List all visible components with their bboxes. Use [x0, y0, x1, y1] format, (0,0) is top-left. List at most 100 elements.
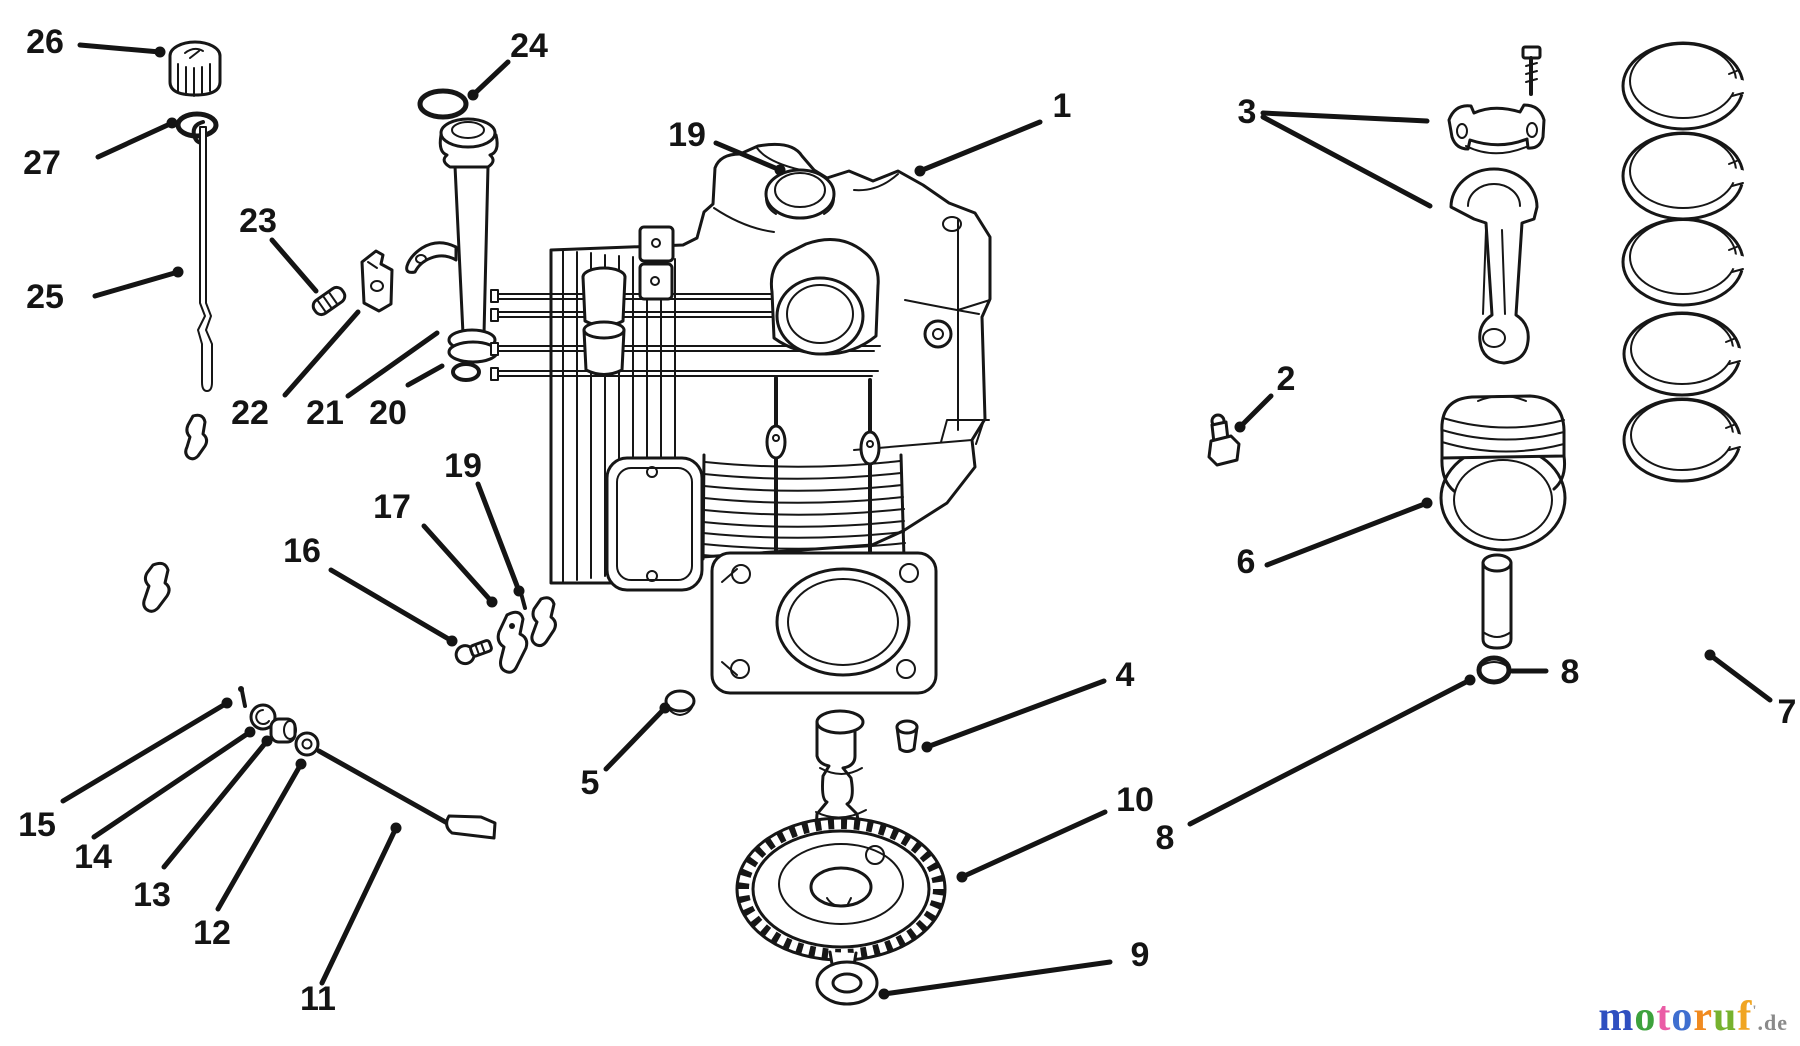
lever-a-icon [184, 413, 209, 461]
callout-dot-7 [1704, 649, 1716, 661]
dipstick-icon [191, 120, 213, 392]
callout-label-13: 13 [133, 876, 171, 914]
callout-dot-16 [446, 635, 458, 647]
o-ring-27-icon [175, 111, 219, 139]
callout-line-2 [1237, 393, 1274, 430]
callout-dot-27 [166, 117, 178, 129]
callout-line-5 [603, 705, 668, 772]
callout-line-14 [91, 729, 253, 840]
callout-label-15: 15 [18, 806, 56, 844]
plug-4-icon [895, 719, 919, 753]
callout-dot-15 [221, 697, 233, 709]
callout-label-26: 26 [26, 23, 64, 61]
connecting-rod-icon [1449, 167, 1539, 365]
washer-14-icon [249, 703, 277, 731]
logo-trademark: ' [1752, 1003, 1758, 1019]
lever-b-icon [142, 561, 171, 613]
callout-line-10 [959, 809, 1108, 880]
logo-letter: o [1634, 994, 1657, 1040]
callout-line-3 [1260, 114, 1433, 209]
callout-line-3 [1260, 110, 1430, 124]
callout-dot-10 [956, 871, 968, 883]
callout-line-11 [319, 825, 399, 986]
callout-dot-5 [659, 702, 671, 714]
callout-line-19 [713, 140, 783, 173]
callout-dot-26 [154, 46, 166, 58]
callout-label-2: 2 [1277, 360, 1296, 398]
cup-plug-5-icon [664, 689, 696, 716]
callout-line-19 [475, 481, 522, 594]
callout-label-27: 27 [23, 144, 61, 182]
callout-label-8: 8 [1561, 653, 1580, 691]
piston-pin-icon [1481, 553, 1513, 650]
fill-tube-icon [405, 117, 499, 364]
callout-dot-4 [921, 741, 933, 753]
seal-ring-19-icon [764, 168, 836, 220]
camshaft-gear-icon [735, 709, 947, 969]
rod-bolt-icon [1521, 45, 1542, 96]
callout-line-12 [215, 761, 304, 912]
callout-dot-24 [467, 89, 479, 101]
spacer-13-icon [269, 717, 297, 744]
pin-clip-8-icon [1476, 655, 1512, 685]
screw-23-icon [311, 285, 347, 317]
logo-suffix: .de [1757, 1010, 1788, 1035]
bolt-16-icon [454, 639, 493, 666]
callout-line-8 [1187, 677, 1473, 827]
callout-line-7 [1707, 652, 1773, 703]
callout-dot-17 [486, 596, 498, 608]
callout-label-6: 6 [1237, 543, 1256, 581]
logo-letter: f [1737, 994, 1753, 1040]
callout-dot-25 [172, 266, 184, 278]
callout-label-17: 17 [373, 488, 411, 526]
governor-pin-15-icon [238, 686, 247, 708]
callout-label-20: 20 [369, 394, 407, 432]
rod-cap-icon [1447, 103, 1546, 155]
callout-label-7: 7 [1778, 693, 1797, 731]
callout-line-1 [917, 119, 1043, 174]
callout-line-26 [77, 42, 163, 55]
callout-dot-19 [774, 164, 786, 176]
callout-line-20 [405, 363, 445, 388]
callout-line-6 [1264, 500, 1430, 568]
o-ring-24-icon [417, 88, 469, 120]
callout-label-8: 8 [1156, 819, 1175, 857]
callout-label-4: 4 [1116, 656, 1135, 694]
callout-dot-8 [1464, 674, 1476, 686]
callout-label-21: 21 [306, 394, 344, 432]
callout-line-27 [95, 120, 175, 160]
callout-line-16 [328, 567, 455, 644]
callout-line-21 [345, 330, 440, 399]
callout-dot-1 [914, 165, 926, 177]
logo: motoruf'.de [1598, 990, 1788, 1044]
callout-layer: 1234567889101112131415161719192021222324… [18, 23, 1796, 1018]
callout-line-25 [92, 269, 181, 299]
callout-line-24 [470, 59, 511, 98]
callout-label-23: 23 [239, 202, 277, 240]
callout-label-10: 10 [1116, 781, 1154, 819]
callout-label-11: 11 [300, 980, 336, 1018]
logo-word: motoruf [1598, 994, 1752, 1040]
logo-letter: r [1693, 994, 1713, 1040]
callout-label-1: 1 [1053, 87, 1072, 125]
logo-letter: o [1671, 994, 1694, 1040]
callout-line-23 [269, 237, 319, 294]
bracket-22-icon [360, 249, 394, 313]
callout-dot-13 [261, 735, 273, 747]
callout-dot-19 [513, 585, 525, 597]
logo-letter: u [1712, 994, 1738, 1040]
governor-rod-11-icon [316, 748, 497, 840]
callout-label-3: 3 [1238, 93, 1257, 131]
o-ring-20-icon [451, 362, 481, 382]
logo-letter: t [1656, 994, 1672, 1040]
callout-label-12: 12 [193, 914, 231, 952]
callout-dot-6 [1421, 497, 1433, 509]
callout-label-5: 5 [581, 764, 600, 802]
callout-label-19: 19 [444, 447, 482, 485]
callout-label-14: 14 [74, 838, 112, 876]
piston-rings-7-icon [1621, 41, 1756, 483]
callout-line-13 [161, 738, 270, 870]
washer-9-icon [815, 960, 879, 1006]
rocker-17-icon [496, 596, 557, 674]
